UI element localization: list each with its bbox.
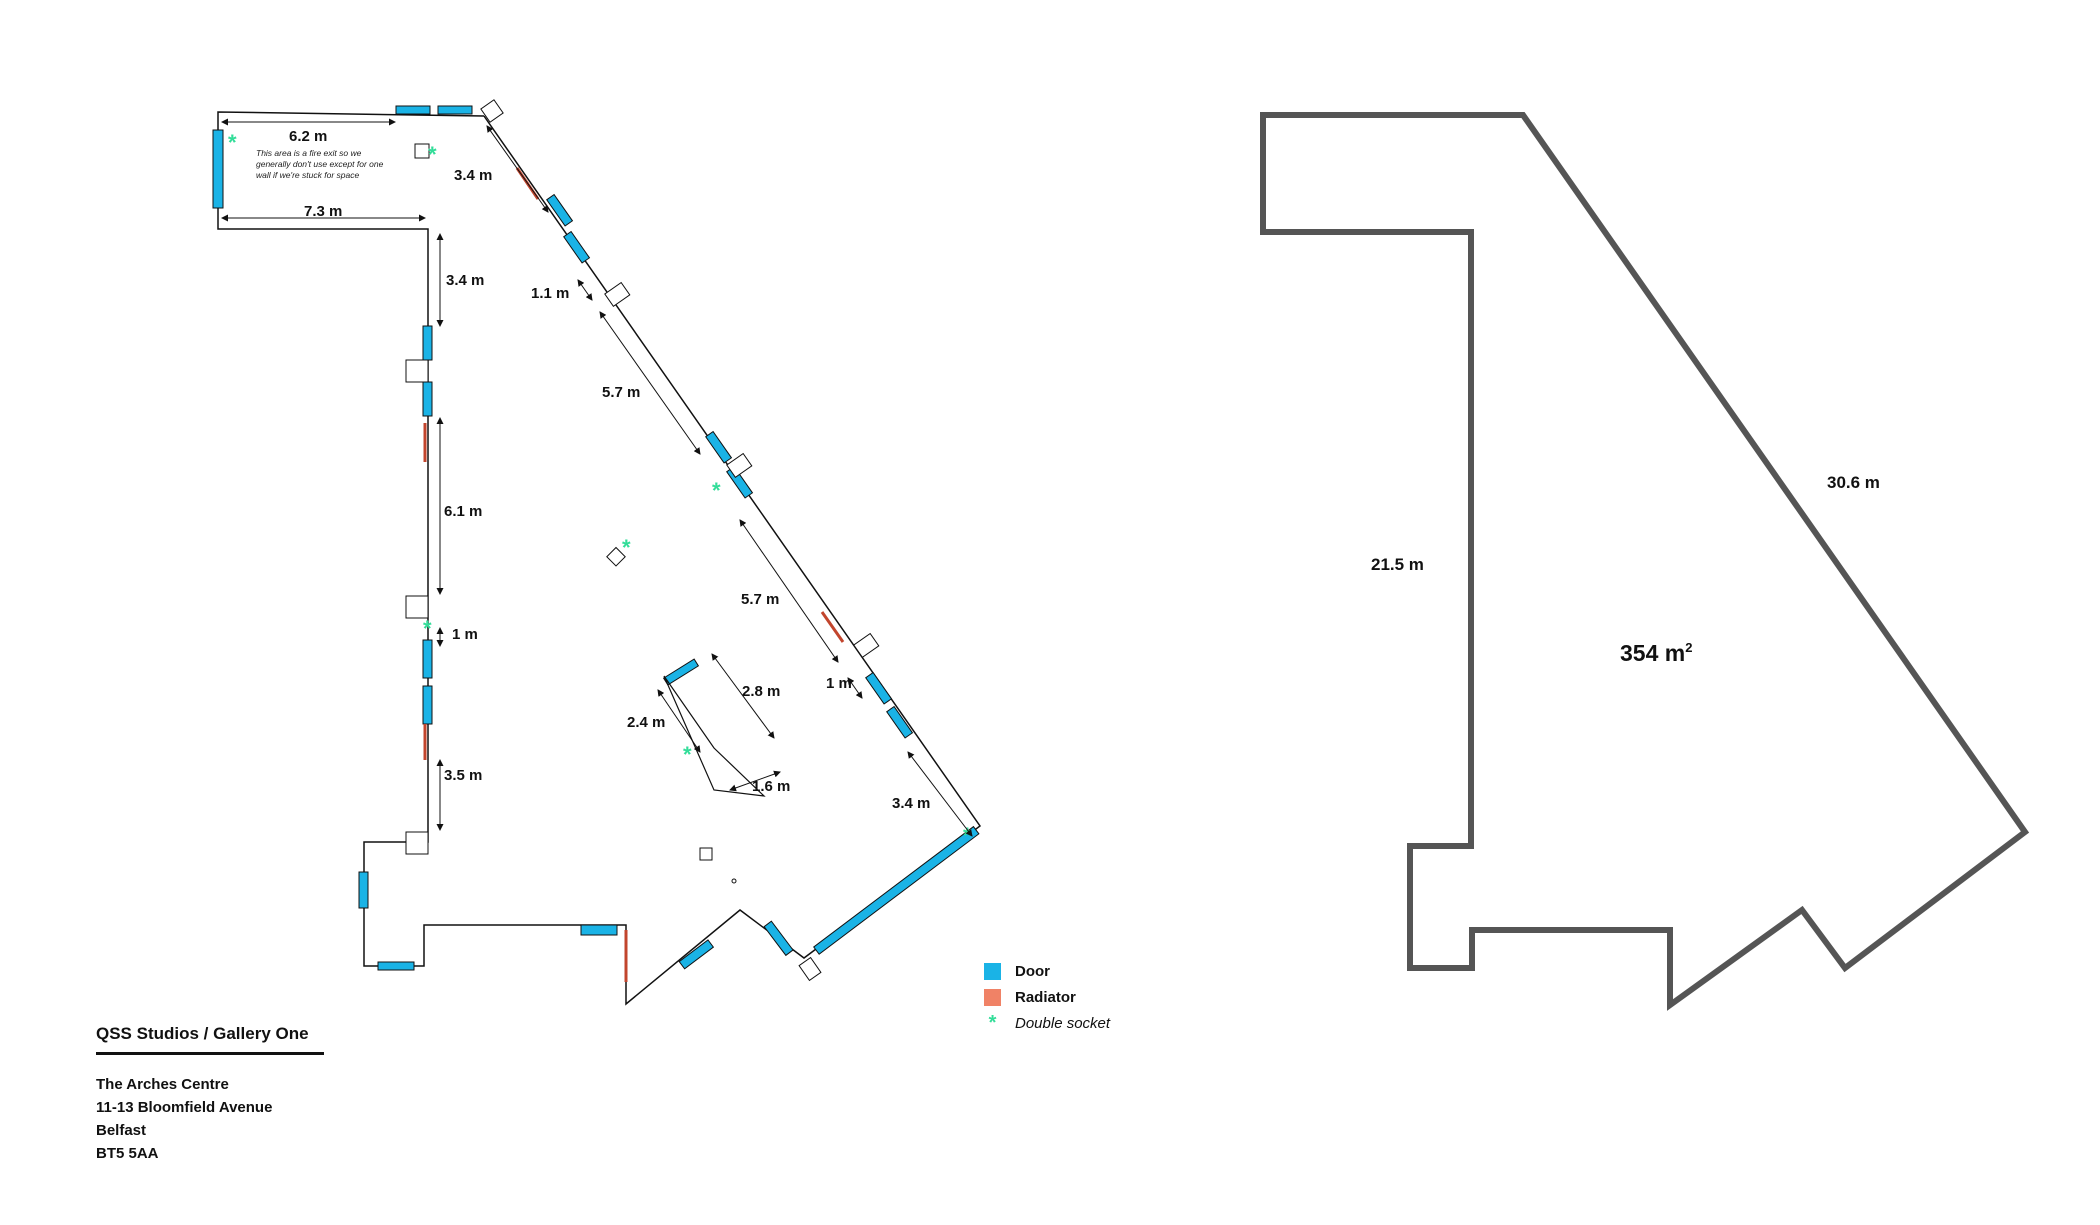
- legend: Door Radiator * Double socket: [984, 958, 1110, 1036]
- floor-area-unit-superscript: 2: [1685, 640, 1692, 655]
- legend-label: Door: [1015, 962, 1050, 980]
- dim-label: 5.7 m: [741, 591, 779, 608]
- legend-item-radiator: Radiator: [984, 984, 1110, 1010]
- address-line: The Arches Centre: [96, 1076, 229, 1093]
- columns: [405, 99, 880, 982]
- note-line: This area is a fire exit so we: [256, 148, 362, 158]
- socket-6: *: [683, 742, 692, 767]
- diagonal-wall-length: 30.6 m: [1827, 473, 1880, 492]
- address-line: BT5 5AA: [96, 1145, 159, 1162]
- legend-item-socket: * Double socket: [984, 1010, 1110, 1036]
- outline-shape: [1260, 112, 2030, 1011]
- socket-3: *: [712, 478, 721, 503]
- socket-1: *: [228, 130, 237, 155]
- dim-label: 3.5 m: [444, 767, 482, 784]
- dim-label: 1 m: [826, 675, 852, 692]
- doors: [212, 105, 980, 971]
- address-line: 11-13 Bloomfield Avenue: [96, 1099, 273, 1116]
- dim-label: 3.4 m: [446, 272, 484, 289]
- dim-label: 6.1 m: [444, 503, 482, 520]
- note-line: wall if we're stuck for space: [256, 170, 359, 180]
- radiators: [423, 167, 845, 982]
- socket-4: *: [622, 535, 631, 560]
- dim-label: 1 m: [452, 626, 478, 643]
- fire-exit-note: This area is a fire exit so we generally…: [256, 148, 384, 180]
- dim-label: 1.1 m: [531, 285, 569, 302]
- dim-label: 2.4 m: [627, 714, 665, 731]
- dimension-labels: 6.2 m 7.3 m 3.4 m 3.4 m 1.1 m 5.7 m 6.1 …: [289, 128, 930, 812]
- double-sockets: * * * * * * *: [228, 130, 972, 848]
- legend-item-door: Door: [984, 958, 1110, 984]
- socket-5: *: [423, 616, 432, 641]
- outline-plan: 21.5 m 30.6 m 354 m2: [1260, 112, 2030, 1011]
- legend-label: Radiator: [1015, 988, 1076, 1006]
- dim-label: 3.4 m: [892, 795, 930, 812]
- floor-plan-walls: [217, 111, 982, 1006]
- asterisk-icon: *: [988, 1011, 997, 1034]
- floor-area: 354 m2: [1620, 640, 1692, 666]
- note-line: generally don't use except for one: [256, 159, 384, 169]
- address-block: QSS Studios / Gallery One The Arches Cen…: [96, 1024, 324, 1165]
- dim-label: 2.8 m: [742, 683, 780, 700]
- door-swatch: [984, 962, 1001, 980]
- dim-label: 7.3 m: [304, 203, 342, 220]
- legend-label: Double socket: [1015, 1014, 1111, 1032]
- floor-area-value: 354 m: [1620, 640, 1685, 666]
- address-line: Belfast: [96, 1122, 147, 1139]
- dimension-lines: [221, 118, 973, 837]
- socket-2: *: [428, 142, 437, 167]
- left-wall-length: 21.5 m: [1371, 555, 1424, 574]
- dim-label: 1.6 m: [752, 778, 790, 795]
- dim-label: 3.4 m: [454, 167, 492, 184]
- venue-title: QSS Studios / Gallery One: [96, 1024, 324, 1055]
- dim-label: 6.2 m: [289, 128, 327, 145]
- radiator-swatch: [984, 988, 1001, 1006]
- detailed-floor-plan: * * * * * * * 6.2 m: [212, 99, 982, 1006]
- dim-label: 5.7 m: [602, 384, 640, 401]
